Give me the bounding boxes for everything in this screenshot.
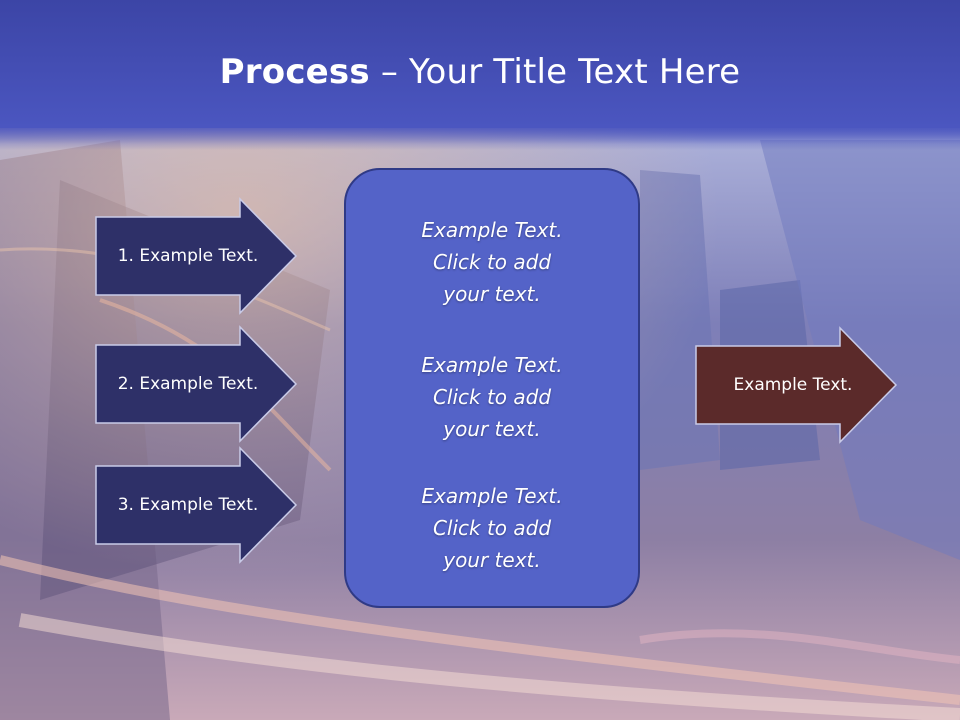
block-3-line-3: your text. bbox=[443, 548, 541, 572]
block-2-line-1: Example Text. bbox=[421, 353, 563, 377]
step-arrow-1[interactable]: 1. Example Text. bbox=[94, 197, 300, 315]
step-arrow-2[interactable]: 2. Example Text. bbox=[94, 325, 300, 443]
center-text-block-2: Example Text. Click to add your text. bbox=[346, 349, 638, 445]
block-3-line-1: Example Text. bbox=[421, 484, 563, 508]
center-text-block-3: Example Text. Click to add your text. bbox=[346, 480, 638, 576]
block-2-line-2: Click to add bbox=[432, 385, 552, 409]
block-2-line-3: your text. bbox=[443, 417, 541, 441]
center-text-box[interactable]: Example Text. Click to add your text. Ex… bbox=[344, 168, 640, 608]
result-arrow[interactable]: Example Text. bbox=[694, 326, 900, 444]
result-label: Example Text. bbox=[733, 375, 853, 395]
block-1-line-2: Click to add bbox=[432, 250, 552, 274]
title-rest: Your Title Text Here bbox=[409, 52, 741, 92]
slide-title: Process – Your Title Text Here bbox=[0, 52, 960, 92]
step-label-2: 2. Example Text. bbox=[117, 374, 259, 394]
center-text-block-1: Example Text. Click to add your text. bbox=[346, 214, 638, 310]
step-label-1: 1. Example Text. bbox=[117, 246, 259, 266]
block-3-line-2: Click to add bbox=[432, 516, 552, 540]
block-1-line-1: Example Text. bbox=[421, 218, 563, 242]
title-separator: – bbox=[369, 52, 410, 92]
step-label-3: 3. Example Text. bbox=[117, 495, 259, 515]
title-bold: Process bbox=[219, 52, 370, 92]
block-1-line-3: your text. bbox=[443, 282, 541, 306]
step-arrow-3[interactable]: 3. Example Text. bbox=[94, 446, 300, 564]
